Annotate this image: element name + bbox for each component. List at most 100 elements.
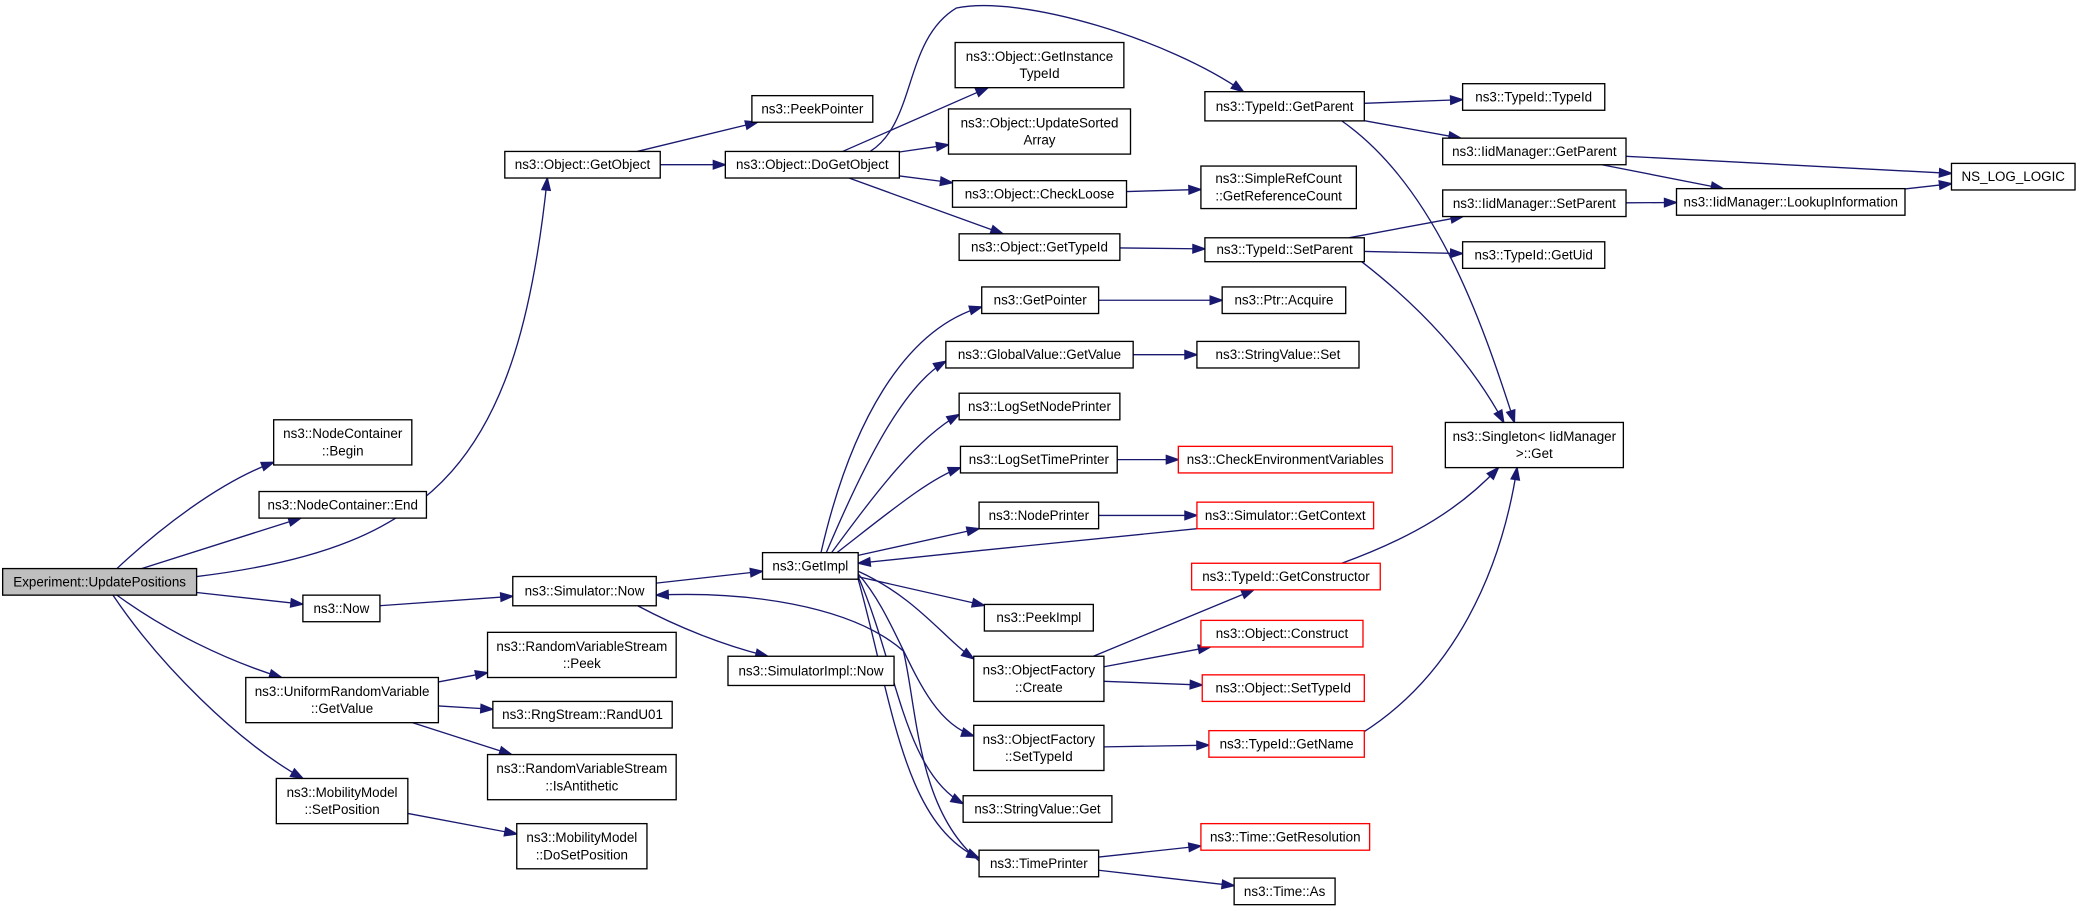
node-nc_end[interactable]: ns3::NodeContainer::End: [258, 490, 428, 519]
node-iidmgr_setparent[interactable]: ns3::IidManager::SetParent: [1442, 189, 1627, 218]
node-tid_getuid[interactable]: ns3::TypeId::GetUid: [1461, 241, 1606, 270]
node-gv_getvalue[interactable]: ns3::GlobalValue::GetValue: [945, 340, 1134, 369]
node-box[interactable]: [486, 631, 677, 679]
node-box[interactable]: [959, 445, 1118, 474]
node-box[interactable]: [302, 594, 381, 623]
node-box[interactable]: [751, 94, 874, 123]
node-obj_dogetobject[interactable]: ns3::Object::DoGetObject: [724, 150, 901, 179]
node-box[interactable]: [504, 150, 661, 179]
node-box[interactable]: [1204, 90, 1365, 122]
node-box[interactable]: [258, 490, 428, 519]
node-getpointer[interactable]: ns3::GetPointer: [981, 286, 1100, 315]
node-box[interactable]: [1461, 241, 1606, 270]
node-mm_setpos[interactable]: ns3::MobilityModel::SetPosition: [275, 777, 409, 825]
node-nc_begin[interactable]: ns3::NodeContainer::Begin: [272, 419, 413, 466]
node-box[interactable]: [1208, 729, 1365, 758]
node-logsettimeprinter[interactable]: ns3::LogSetTimePrinter: [959, 445, 1118, 474]
node-box[interactable]: [1200, 822, 1371, 851]
node-box[interactable]: [962, 795, 1113, 823]
node-simimpl_now[interactable]: ns3::SimulatorImpl::Now: [727, 655, 895, 687]
node-obj_getobject[interactable]: ns3::Object::GetObject: [504, 150, 661, 179]
node-urv_getvalue[interactable]: ns3::UniformRandomVariable::GetValue: [245, 676, 440, 724]
node-box[interactable]: [1204, 237, 1365, 263]
node-ptr_acquire[interactable]: ns3::Ptr::Acquire: [1221, 286, 1347, 315]
node-getimpl[interactable]: ns3::GetImpl: [761, 551, 859, 580]
node-rng_randu01[interactable]: ns3::RngStream::RandU01: [492, 700, 673, 729]
node-sv_get[interactable]: ns3::StringValue::Get: [962, 795, 1113, 823]
node-box[interactable]: [1950, 162, 2076, 191]
node-tid_typeid[interactable]: ns3::TypeId::TypeId: [1461, 83, 1606, 111]
node-box[interactable]: [724, 150, 901, 179]
node-box[interactable]: [1190, 562, 1381, 591]
node-box[interactable]: [958, 392, 1121, 421]
node-ns_log_logic[interactable]: NS_LOG_LOGIC: [1950, 162, 2076, 191]
node-box[interactable]: [973, 655, 1105, 703]
node-box[interactable]: [1196, 501, 1375, 530]
node-tid_getname[interactable]: ns3::TypeId::GetName: [1208, 729, 1365, 758]
node-box[interactable]: [945, 340, 1134, 369]
node-mm_dosetpos[interactable]: ns3::MobilityModel::DoSetPosition: [516, 822, 648, 870]
node-box[interactable]: [978, 501, 1100, 530]
node-box[interactable]: [1442, 189, 1627, 218]
node-checkenv[interactable]: ns3::CheckEnvironmentVariables: [1177, 445, 1393, 474]
node-box[interactable]: [1196, 340, 1360, 369]
node-simplerefcount[interactable]: ns3::SimpleRefCount::GetReferenceCount: [1200, 165, 1358, 210]
node-time_getresolution[interactable]: ns3::Time::GetResolution: [1200, 822, 1371, 851]
node-box[interactable]: [245, 676, 440, 724]
node-rvs_isanti[interactable]: ns3::RandomVariableStream::IsAntithetic: [486, 753, 677, 801]
node-box[interactable]: [272, 419, 413, 466]
node-sv_set[interactable]: ns3::StringValue::Set: [1196, 340, 1360, 369]
node-box[interactable]: [978, 849, 1100, 878]
node-tid_getconstructor[interactable]: ns3::TypeId::GetConstructor: [1190, 562, 1381, 591]
node-sim_getcontext[interactable]: ns3::Simulator::GetContext: [1196, 501, 1375, 530]
node-tid_getparent[interactable]: ns3::TypeId::GetParent: [1204, 90, 1365, 122]
node-obj_construct[interactable]: ns3::Object::Construct: [1200, 619, 1364, 648]
node-box[interactable]: [492, 700, 673, 729]
node-iidmgr_lookup[interactable]: ns3::IidManager::LookupInformation: [1675, 187, 1906, 216]
node-timeprinter[interactable]: ns3::TimePrinter: [978, 849, 1100, 878]
node-box[interactable]: [512, 575, 657, 607]
node-box[interactable]: [1461, 83, 1606, 111]
node-box[interactable]: [1200, 619, 1364, 648]
node-box[interactable]: [1200, 165, 1358, 210]
node-box[interactable]: [973, 724, 1105, 772]
node-nodeprinter[interactable]: ns3::NodePrinter: [978, 501, 1100, 530]
node-box[interactable]: [1442, 137, 1627, 166]
node-obj_settypeid[interactable]: ns3::Object::SetTypeId: [1201, 674, 1365, 703]
node-box[interactable]: [958, 233, 1121, 262]
node-box[interactable]: [1, 567, 198, 596]
node-box[interactable]: [1233, 877, 1336, 906]
node-obj_gettypeid[interactable]: ns3::Object::GetTypeId: [958, 233, 1121, 262]
node-box[interactable]: [1675, 187, 1906, 216]
node-of_create[interactable]: ns3::ObjectFactory::Create: [973, 655, 1105, 703]
node-box[interactable]: [1221, 286, 1347, 315]
node-box[interactable]: [761, 551, 859, 580]
node-time_as[interactable]: ns3::Time::As: [1233, 877, 1336, 906]
node-obj_checkloose[interactable]: ns3::Object::CheckLoose: [951, 180, 1128, 208]
node-box[interactable]: [1444, 421, 1625, 469]
node-iidmgr_getparent[interactable]: ns3::IidManager::GetParent: [1442, 137, 1627, 166]
node-tid_setparent[interactable]: ns3::TypeId::SetParent: [1204, 237, 1365, 263]
node-box[interactable]: [954, 41, 1125, 89]
node-box[interactable]: [516, 822, 648, 870]
node-box[interactable]: [947, 108, 1132, 155]
node-box[interactable]: [983, 603, 1094, 632]
node-box[interactable]: [981, 286, 1100, 315]
node-peekpointer[interactable]: ns3::PeekPointer: [751, 94, 874, 123]
node-peekimpl[interactable]: ns3::PeekImpl: [983, 603, 1094, 632]
node-now[interactable]: ns3::Now: [302, 594, 381, 623]
node-box[interactable]: [1177, 445, 1393, 474]
node-root[interactable]: Experiment::UpdatePositions: [1, 567, 198, 596]
node-singleton_get[interactable]: ns3::Singleton< IidManager >::Get: [1444, 421, 1625, 469]
node-box[interactable]: [275, 777, 409, 825]
node-box[interactable]: [486, 753, 677, 801]
node-rvs_peek[interactable]: ns3::RandomVariableStream::Peek: [486, 631, 677, 679]
node-box[interactable]: [951, 180, 1128, 208]
node-box[interactable]: [1201, 674, 1365, 703]
node-logsetnodeprinter[interactable]: ns3::LogSetNodePrinter: [958, 392, 1121, 421]
node-of_settypeid[interactable]: ns3::ObjectFactory::SetTypeId: [973, 724, 1105, 772]
node-sim_now[interactable]: ns3::Simulator::Now: [512, 575, 657, 607]
node-box[interactable]: [727, 655, 895, 687]
